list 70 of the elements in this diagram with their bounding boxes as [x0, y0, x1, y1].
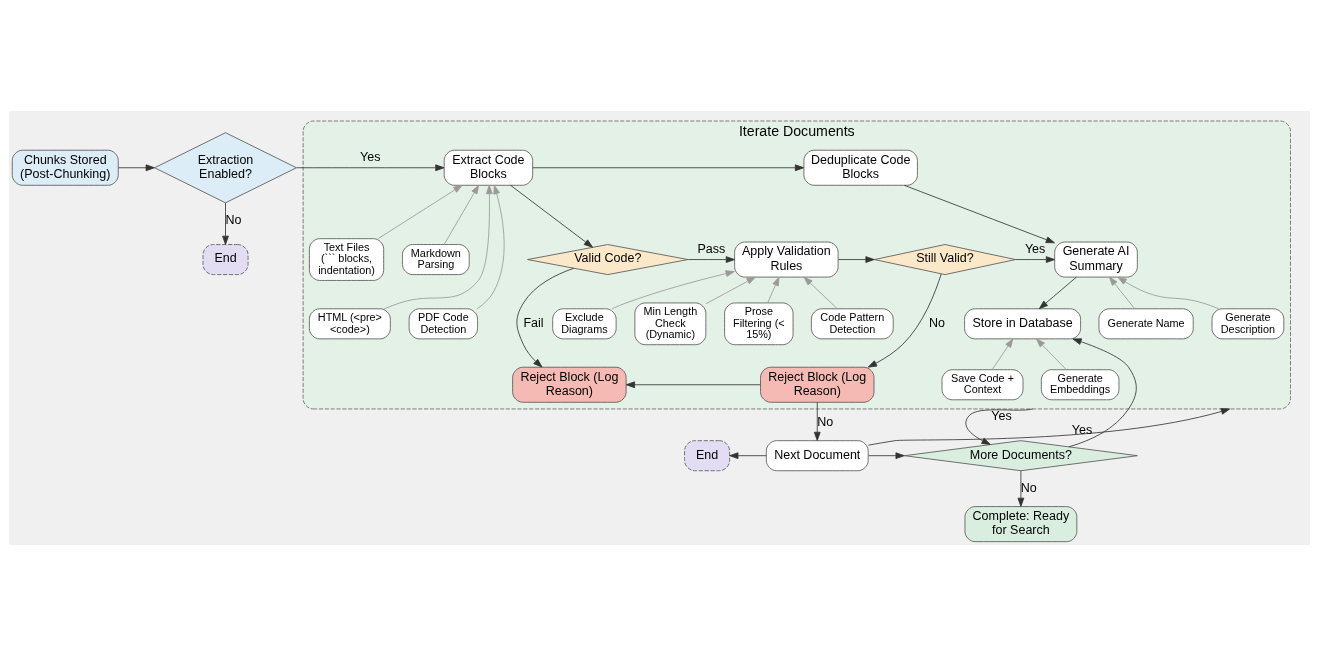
arrow — [813, 401, 821, 441]
arrow — [377, 184, 463, 239]
arrow — [383, 184, 493, 310]
arrow — [838, 256, 875, 263]
arrow — [516, 267, 575, 368]
edge-label: Fail — [523, 315, 544, 330]
node-box: Chunks Stored (Post-Chunking) — [11, 149, 119, 186]
node-box: Code Pattern Detection — [811, 308, 894, 340]
edge-label: Yes — [360, 150, 381, 165]
arrow — [867, 273, 942, 368]
node-box: Generate Name — [1098, 308, 1194, 340]
node-box: Exclude Diagrams — [552, 308, 617, 340]
arrow — [991, 338, 1014, 371]
arrow — [687, 256, 735, 263]
arrow — [443, 184, 480, 245]
arrow — [222, 202, 229, 245]
arrow — [1017, 470, 1025, 507]
arrow — [1036, 338, 1067, 371]
node-box: Store in Database — [964, 308, 1081, 340]
edge-label: Yes — [1024, 241, 1046, 256]
node-box: Markdown Parsing — [402, 244, 470, 275]
node-box: PDF Code Detection — [408, 308, 478, 340]
node-box: Reject Block (Log Reason) — [512, 366, 627, 403]
arrow — [903, 184, 1055, 244]
node-box: Generate Embeddings — [1040, 369, 1120, 401]
arrow — [705, 276, 756, 305]
arrow — [1015, 256, 1056, 263]
node-diamond: Still Valid? — [874, 244, 1016, 275]
node-box: Reject Block (Log Reason) — [760, 366, 875, 403]
node-box: Generate Description — [1211, 308, 1285, 340]
edge-label: No — [1020, 480, 1037, 495]
arrow — [625, 381, 761, 389]
node-box: Text Files (``` blocks, indentation) — [308, 238, 385, 281]
node-diamond: Extraction Enabled? — [154, 132, 297, 204]
arrow — [1117, 276, 1219, 310]
node-box: End — [202, 244, 249, 275]
edge-label: Yes — [991, 409, 1012, 424]
node-box: Next Document — [765, 440, 869, 472]
edge-label: No — [817, 414, 834, 429]
arrow — [965, 408, 1033, 445]
arrow — [476, 185, 505, 310]
arrow — [611, 270, 735, 310]
node-box: HTML (<pre> <code>) — [308, 308, 391, 340]
node-box: Complete: Ready for Search — [964, 506, 1078, 543]
arrow — [1109, 276, 1136, 310]
node-box: Save Code + Context — [941, 369, 1024, 401]
node-box: End — [684, 440, 731, 472]
node-box: Prose Filtering (< 15%) — [724, 302, 794, 346]
node-box: Apply Validation Rules — [734, 241, 839, 278]
arrow — [1068, 338, 1137, 448]
node-box: Generate AI Summary — [1054, 241, 1138, 278]
node-box: Extract Code Blocks — [443, 149, 534, 186]
arrow — [867, 408, 1231, 446]
arrow — [532, 164, 805, 172]
arrow — [296, 164, 445, 172]
node-box: Min Length Check (Dynamic) — [634, 302, 707, 346]
node-diamond: Valid Code? — [527, 244, 689, 275]
node-diamond: More Documents? — [904, 440, 1138, 472]
node-box: Deduplicate Code Blocks — [803, 149, 918, 186]
edge-label: Yes — [1071, 422, 1093, 437]
arrow — [767, 276, 780, 304]
edge-label: No — [929, 315, 946, 330]
arrow — [868, 452, 905, 460]
edge-label: Pass — [697, 241, 726, 256]
arrow — [510, 184, 593, 248]
arrow — [729, 452, 767, 460]
edge-label: No — [225, 212, 242, 227]
arrow — [803, 276, 838, 310]
arrow — [1038, 276, 1077, 310]
arrow — [118, 164, 155, 172]
